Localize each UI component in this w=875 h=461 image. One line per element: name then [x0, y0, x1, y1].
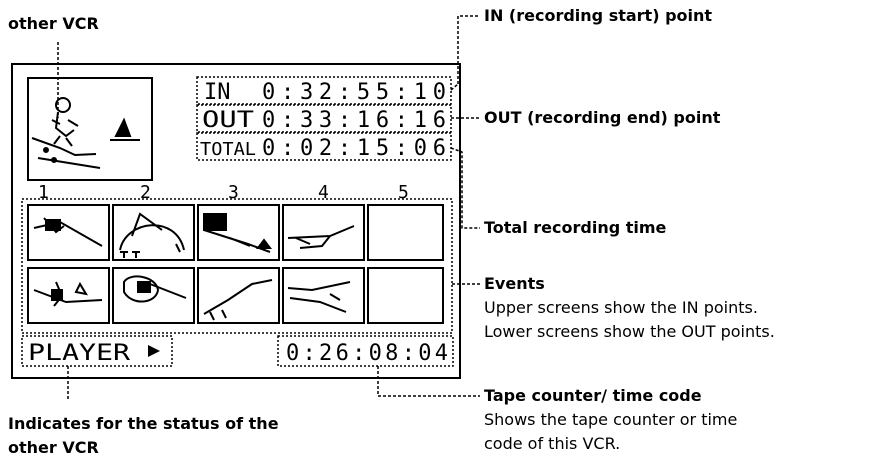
- event-out-5: [368, 268, 443, 323]
- callout-out-point: OUT (recording end) point: [484, 108, 720, 128]
- events-upper-row: [28, 205, 443, 260]
- counter-value: 0:26:08:04: [286, 341, 448, 366]
- event-number-5: 5: [398, 182, 409, 203]
- events-lower-row: [28, 268, 443, 323]
- callout-total-time: Total recording time: [484, 218, 666, 238]
- event-out-4: [283, 268, 364, 323]
- event-number-1: 1: [38, 182, 49, 203]
- total-value: 0:02:15:06: [262, 136, 446, 161]
- callout-counter-line1: Shows the tape counter or time: [484, 410, 737, 430]
- play-triangle-icon: [148, 345, 160, 357]
- status-text: PLAYER: [28, 341, 131, 366]
- callout-events-line1: Upper screens show the IN points.: [484, 298, 758, 318]
- event-in-4: [283, 205, 364, 260]
- out-value: 0:33:16:16: [262, 108, 446, 133]
- event-number-4: 4: [318, 182, 329, 203]
- event-in-5: [368, 205, 443, 260]
- callout-status-line2: other VCR: [8, 438, 99, 458]
- event-in-1: [28, 205, 109, 260]
- callout-other-vcr-top: other VCR: [8, 14, 99, 34]
- leader-in: [458, 16, 480, 84]
- leader-total: [451, 148, 480, 228]
- total-label: TOTAL: [200, 139, 256, 160]
- callout-events-line2: Lower screens show the OUT points.: [484, 322, 775, 342]
- preview-monitor: [28, 78, 152, 180]
- in-label: IN: [204, 80, 231, 105]
- callout-status-line1: Indicates for the status of the: [8, 414, 279, 434]
- event-number-2: 2: [140, 182, 151, 203]
- event-out-1: [28, 268, 109, 323]
- event-number-3: 3: [228, 182, 239, 203]
- callout-counter-line2: code of this VCR.: [484, 434, 620, 454]
- skier-picture: [32, 98, 140, 168]
- leader-counter: [378, 366, 480, 396]
- callout-counter-title: Tape counter/ time code: [484, 386, 702, 406]
- callout-events-title: Events: [484, 274, 545, 294]
- in-value: 0:32:55:10: [262, 80, 446, 105]
- event-out-3: [198, 268, 279, 323]
- callout-in-point: IN (recording start) point: [484, 6, 712, 26]
- out-label: OUT: [202, 108, 254, 133]
- events-area: [22, 199, 452, 333]
